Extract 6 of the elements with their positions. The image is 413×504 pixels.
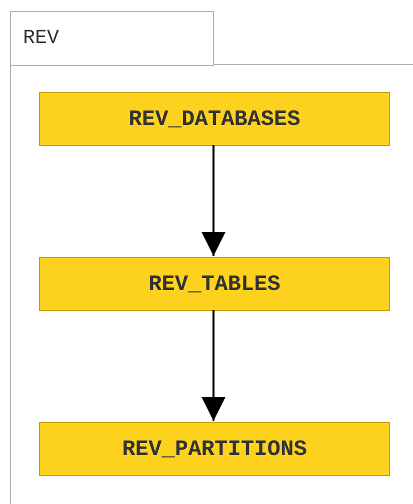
process-box: REV_PARTITIONS xyxy=(39,422,390,476)
package-tab: REV xyxy=(10,11,214,66)
arrow xyxy=(202,145,226,256)
arrow xyxy=(202,310,226,421)
process-box: REV_TABLES xyxy=(39,257,390,311)
process-box: REV_DATABASES xyxy=(39,92,390,146)
